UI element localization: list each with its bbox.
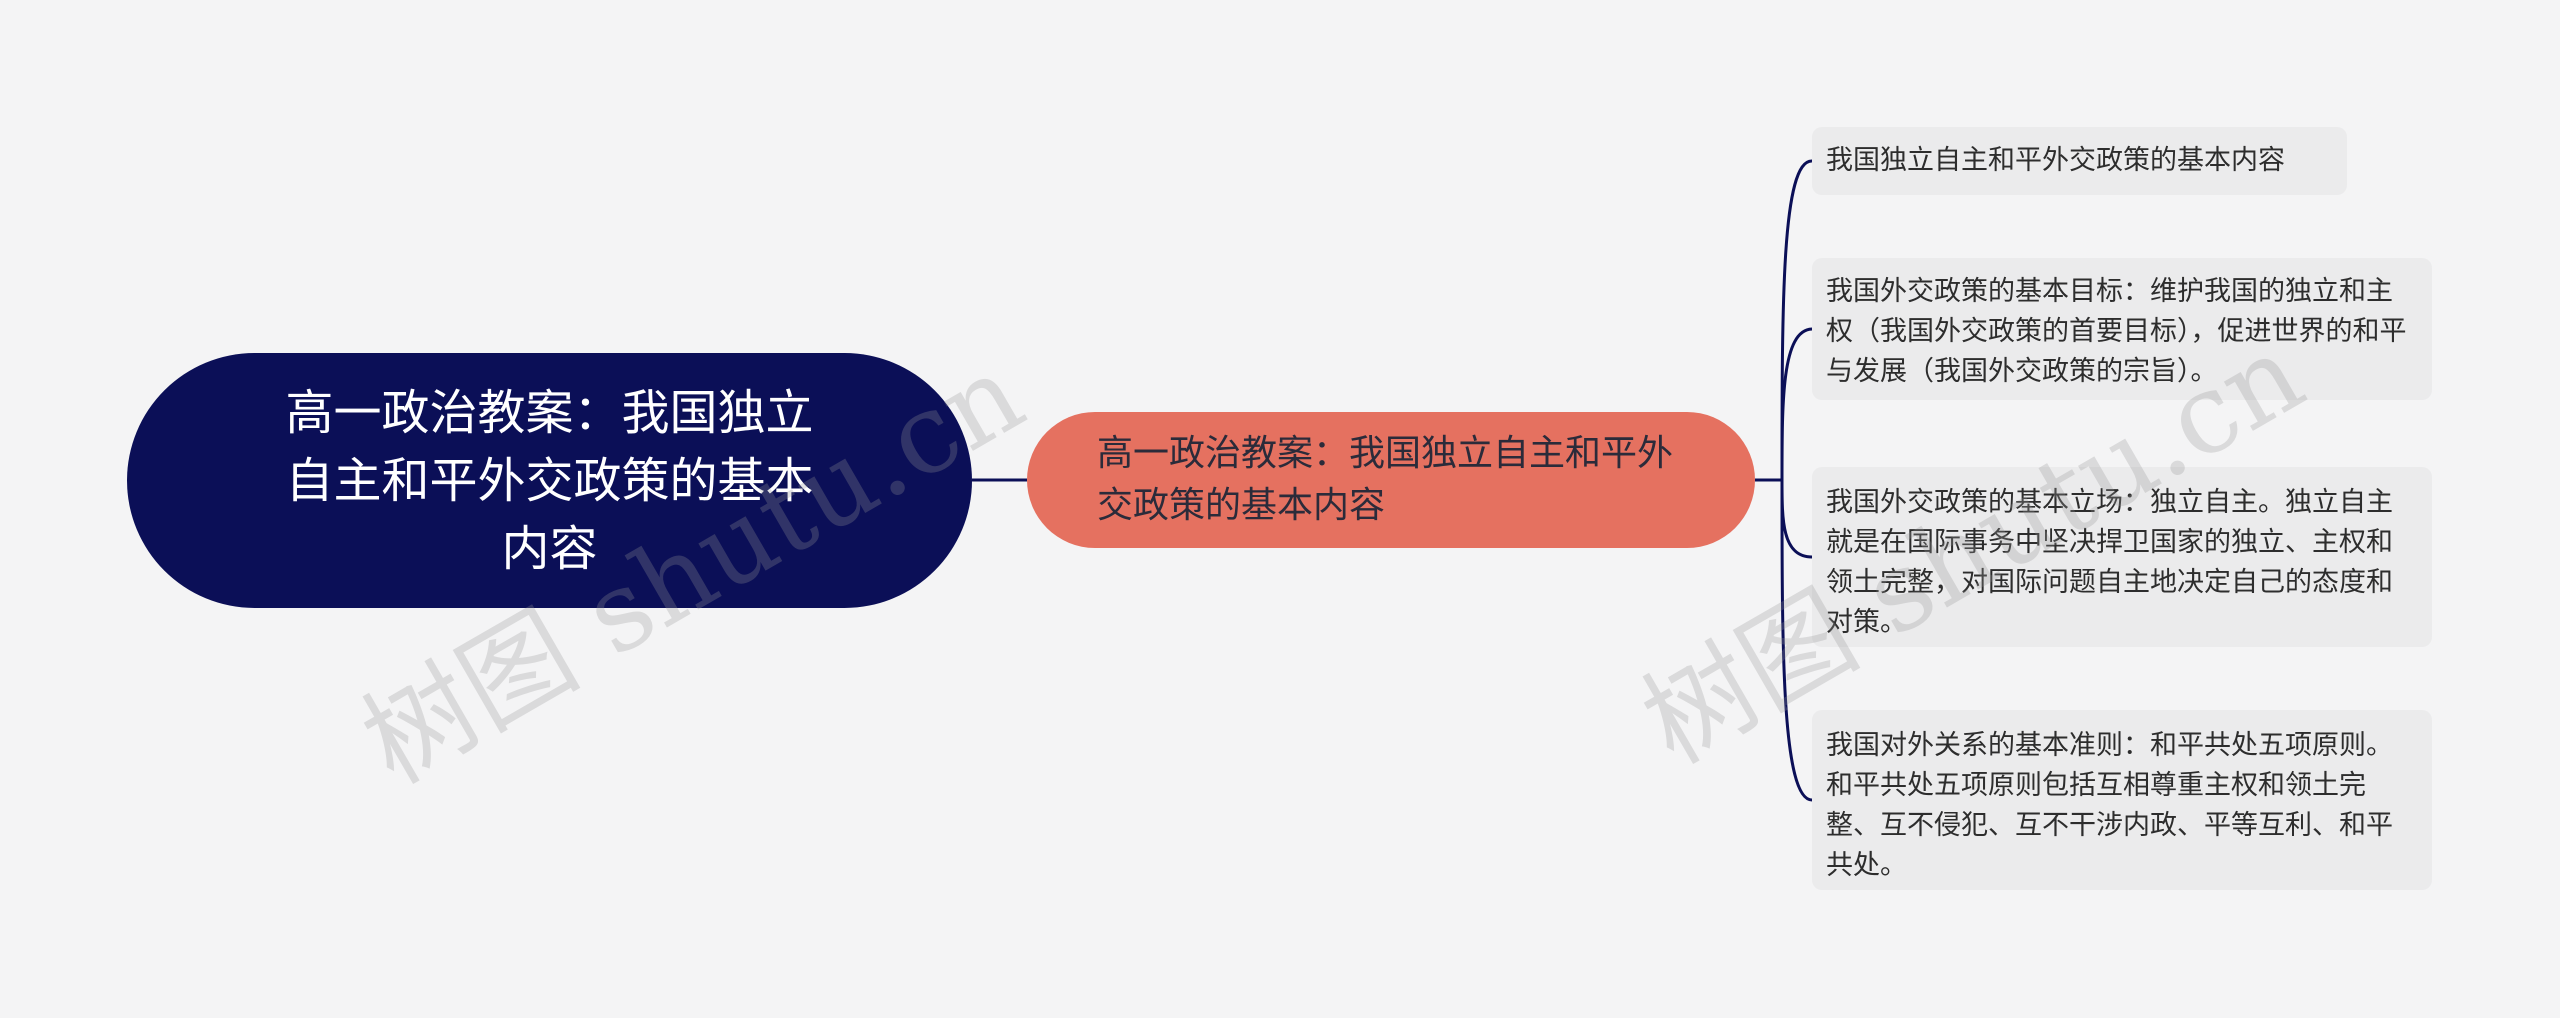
subtopic-label-4: 我国对外关系的基本准则：和平共处五项原则。和平共处五项原则包括互相尊重主权和领土… — [1826, 730, 2393, 881]
subtopic-node-4[interactable]: 我国对外关系的基本准则：和平共处五项原则。和平共处五项原则包括互相尊重主权和领土… — [1812, 710, 2432, 890]
subtopic-node-1[interactable]: 我国独立自主和平外交政策的基本内容 — [1812, 127, 2347, 195]
main-topic-node[interactable]: 高一政治教案：我国独立自主和平外交政策的基本内容 — [1027, 412, 1755, 548]
main-topic-label: 高一政治教案：我国独立自主和平外交政策的基本内容 — [1097, 433, 1674, 526]
subtopic-node-3[interactable]: 我国外交政策的基本立场：独立自主。独立自主就是在国际事务中坚决捍卫国家的独立、主… — [1812, 467, 2432, 647]
root-topic-label: 高一政治教案：我国独立自主和平外交政策的基本内容 — [285, 384, 814, 577]
leaf-connector-1 — [1780, 159, 1813, 481]
subtopic-node-2[interactable]: 我国外交政策的基本目标：维护我国的独立和主权（我国外交政策的首要目标），促进世界… — [1812, 258, 2432, 400]
leaf-connector-2 — [1780, 327, 1813, 481]
subtopic-label-2: 我国外交政策的基本目标：维护我国的独立和主权（我国外交政策的首要目标），促进世界… — [1826, 276, 2407, 387]
subtopic-label-1: 我国独立自主和平外交政策的基本内容 — [1826, 145, 2285, 176]
subtopic-label-3: 我国外交政策的基本立场：独立自主。独立自主就是在国际事务中坚决捍卫国家的独立、主… — [1826, 487, 2393, 638]
leaf-connector-4 — [1780, 479, 1813, 802]
root-topic-node[interactable]: 高一政治教案：我国独立自主和平外交政策的基本内容 — [127, 353, 972, 608]
leaf-connector-3 — [1780, 479, 1813, 559]
